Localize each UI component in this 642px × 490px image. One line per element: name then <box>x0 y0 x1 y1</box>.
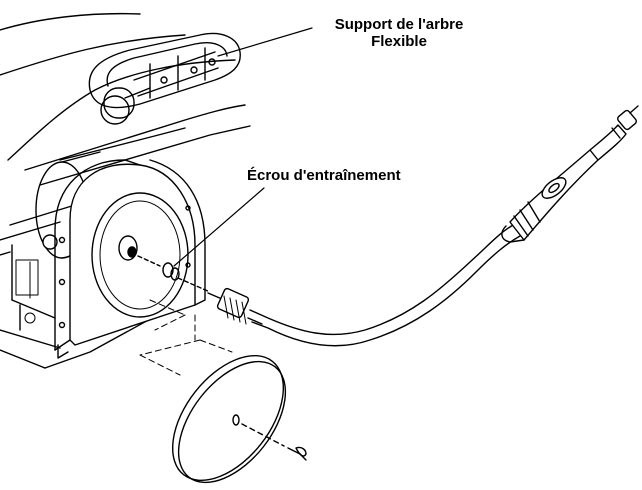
support-label: Support de l'arbre Flexible <box>305 16 493 50</box>
shaft-holder <box>88 32 241 125</box>
support-label-line2: Flexible <box>371 33 427 50</box>
drive-nut-label: Écrou d'entraînement <box>247 167 401 184</box>
machine-housing <box>0 12 251 369</box>
support-label-line1: Support de l'arbre <box>334 16 464 33</box>
handpiece <box>501 105 639 243</box>
leader-lines <box>173 27 313 267</box>
drive-spindle <box>118 235 211 293</box>
cover-disc <box>171 354 307 484</box>
flexible-shaft <box>207 223 521 347</box>
assembly-lines <box>139 299 233 376</box>
